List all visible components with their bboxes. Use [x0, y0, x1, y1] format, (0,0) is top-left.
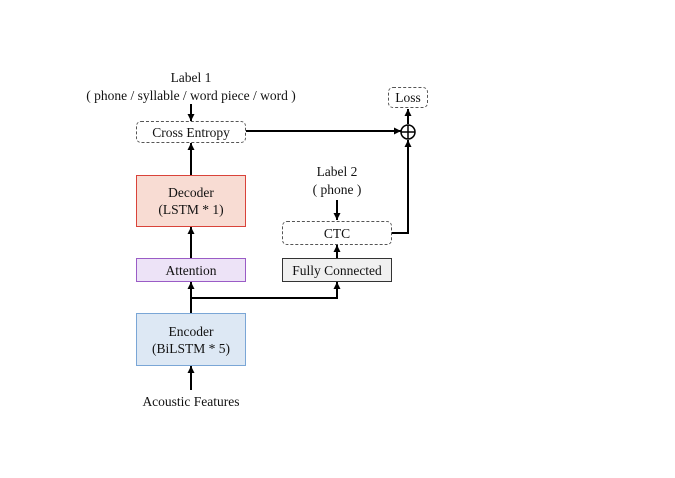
attention-label: Attention: [165, 262, 217, 278]
encoder-title: Encoder: [168, 323, 214, 339]
fully-connected-box: Fully Connected: [282, 258, 392, 282]
encoder-config: (BiLSTM * 5): [151, 340, 230, 356]
decoder-config: (LSTM * 1): [158, 202, 224, 217]
label1-subtitle: ( phone / syllable / word piece / word ): [86, 88, 296, 103]
sum-node-icon: [400, 124, 416, 140]
attention-box: Attention: [136, 258, 246, 282]
cross-entropy-box: Cross Entropy: [136, 121, 246, 143]
ctc-box: CTC: [282, 221, 392, 245]
fully-connected-label: Fully Connected: [292, 262, 382, 278]
label2-subtitle: ( phone ): [312, 182, 362, 197]
loss-box: Loss: [388, 87, 428, 108]
label1-title: Label 1: [170, 70, 212, 85]
cross-entropy-label: Cross Entropy: [152, 124, 230, 140]
arrow-ctc-to-sum: [392, 140, 412, 234]
decoder-title: Decoder: [168, 185, 214, 200]
decoder-box: Decoder (LSTM * 1): [136, 175, 246, 227]
arrow-encoder-to-fully-connected: [191, 282, 341, 299]
acoustic-features-label: Acoustic Features: [142, 394, 240, 409]
encoder-box: Encoder (BiLSTM * 5): [136, 313, 246, 366]
loss-label: Loss: [395, 90, 421, 105]
label2-title: Label 2: [316, 164, 358, 179]
ctc-label: CTC: [323, 225, 351, 241]
